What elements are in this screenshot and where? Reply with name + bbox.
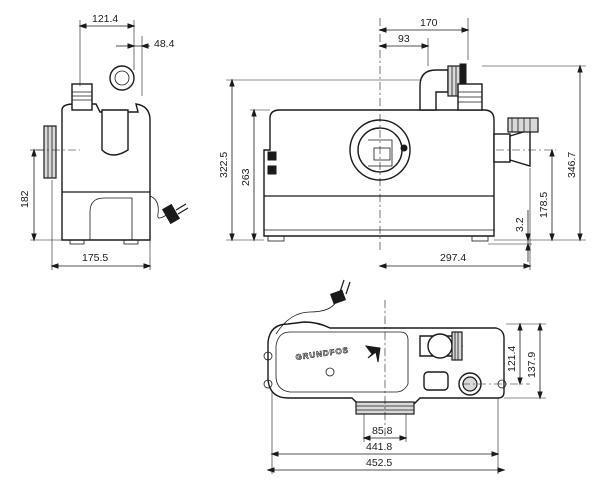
dim-front-outlet-height: 178.5 — [538, 192, 550, 218]
dim-top-width-inner: 121.4 — [506, 346, 518, 372]
side-pipe-left — [71, 83, 93, 111]
top-cable — [275, 301, 337, 335]
dim-front-height: 322.5 — [218, 152, 230, 178]
side-pipe-ring — [109, 65, 135, 91]
side-cable — [149, 195, 169, 219]
side-foot-cutout — [89, 197, 133, 240]
dim-front-foot: 3.2 — [514, 217, 526, 232]
dim-side-pipe: 48.4 — [154, 38, 175, 50]
dim-front-width: 297.4 — [440, 252, 466, 264]
front-view: 170 93 322.5 263 346.7 178.5 — [218, 17, 586, 270]
top-screw — [325, 367, 335, 377]
dim-top-total-length: 452.5 — [366, 457, 392, 469]
front-elbow — [419, 69, 449, 111]
dim-front-body-height: 263 — [240, 168, 252, 186]
dim-side-depth: 175.5 — [82, 252, 108, 264]
dim-front-top-offset: 170 — [420, 17, 438, 29]
side-plug — [161, 203, 181, 225]
dim-side-top-width: 121.4 — [92, 13, 118, 25]
front-outlet-stub — [493, 133, 511, 163]
top-view: GRUNDFOS 85.8 4 — [263, 279, 546, 474]
dim-top-outlet-dia: 85.8 — [372, 425, 393, 437]
dim-top-length: 441.8 — [366, 441, 392, 453]
dim-front-total-height: 346.7 — [566, 152, 578, 178]
dim-top-width-outer: 137.9 — [526, 352, 538, 378]
dim-side-inlet-height: 182 — [19, 190, 31, 208]
dim-front-pipe-offset: 93 — [398, 33, 410, 45]
side-view: 121.4 48.4 182 175.5 — [19, 13, 189, 270]
brand-mark — [364, 345, 381, 363]
top-plug — [330, 289, 346, 305]
top-outlet-box — [423, 371, 449, 391]
side-inner-duct — [101, 109, 129, 156]
side-flange — [43, 125, 57, 179]
